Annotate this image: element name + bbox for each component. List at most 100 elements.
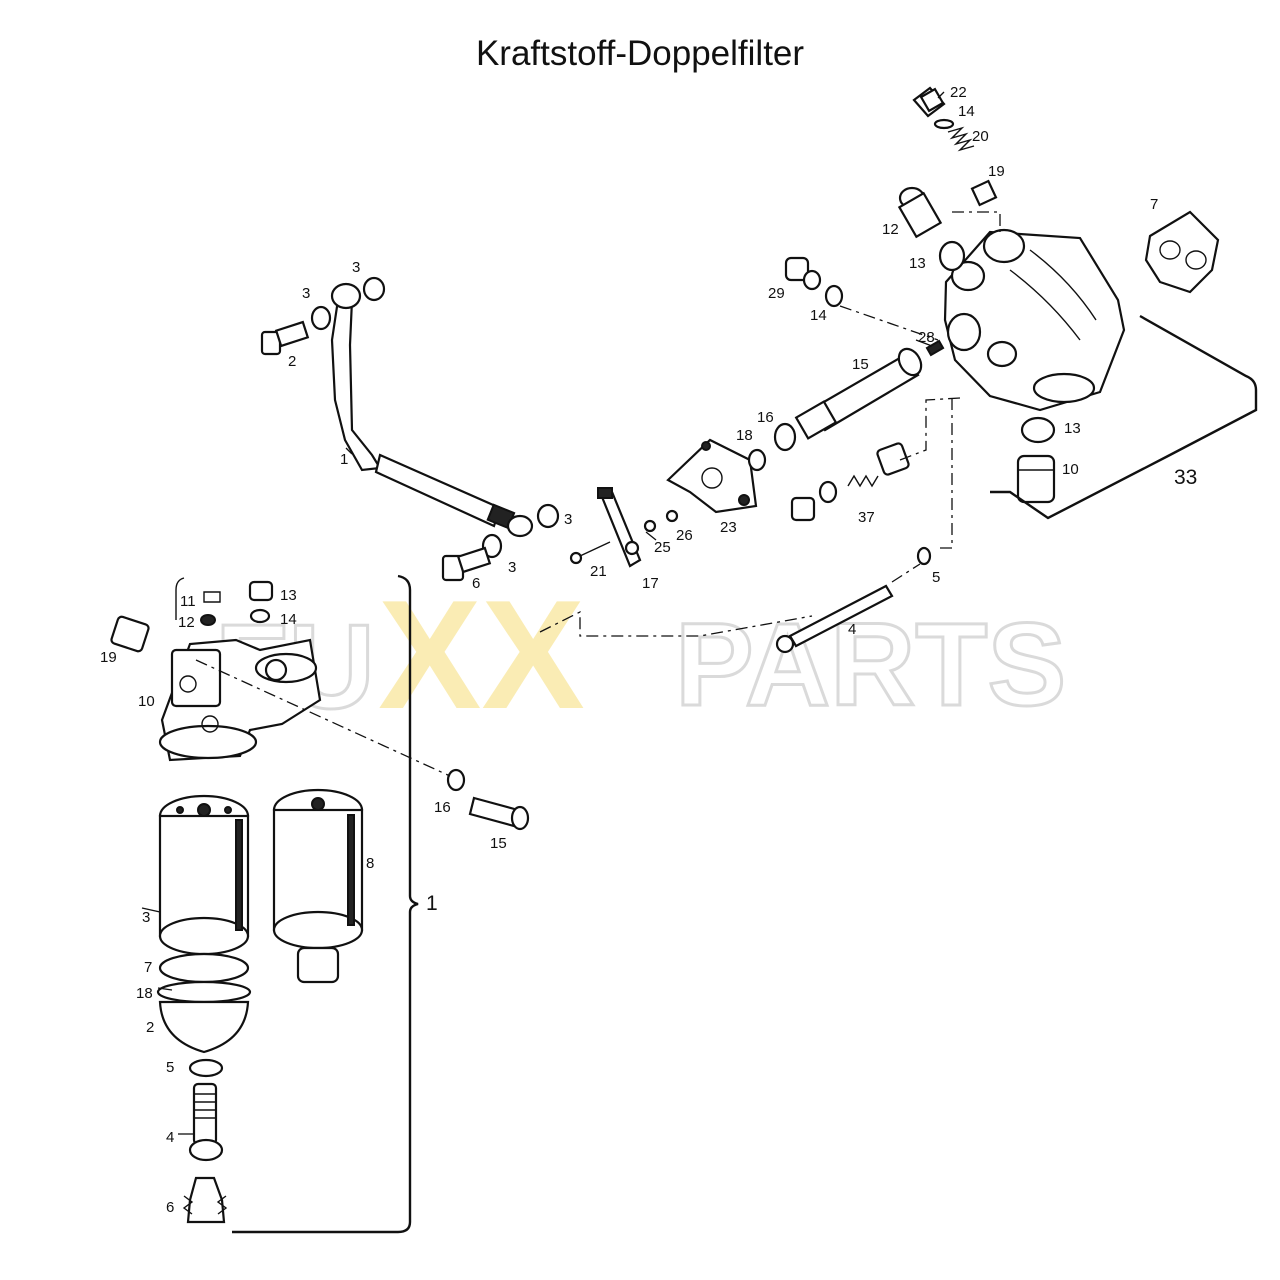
leader-lines xyxy=(141,91,945,1135)
plug-22 xyxy=(912,86,946,118)
callout-lower-4: 4 xyxy=(166,1129,174,1146)
bolt-21 xyxy=(569,541,611,565)
callout-lower-7: 7 xyxy=(144,959,152,976)
callout-26: 26 xyxy=(676,527,693,544)
valve-19-top xyxy=(970,179,998,207)
callout-5: 5 xyxy=(932,569,940,586)
fuel-line xyxy=(330,282,534,538)
fitting-12 xyxy=(897,186,943,239)
drain-valve-6 xyxy=(182,1176,228,1224)
callout-6: 6 xyxy=(472,575,480,592)
washer-3c xyxy=(536,503,560,529)
callout-lower-18: 18 xyxy=(136,985,153,1002)
washer-13-lower xyxy=(1020,416,1056,444)
pump-housing-33 xyxy=(943,228,1126,412)
centerline-upper-c xyxy=(940,396,953,549)
callout-10: 10 xyxy=(1062,461,1079,478)
bolt-25 xyxy=(643,519,657,533)
pin-28 xyxy=(925,339,945,357)
callout-17: 17 xyxy=(642,575,659,592)
callout-lower-1: 1 xyxy=(426,892,438,915)
washer-3b xyxy=(362,276,386,302)
plate-23 xyxy=(666,438,758,514)
fitting-10-upper xyxy=(1016,454,1056,504)
callout-14a: 14 xyxy=(958,103,975,120)
callout-13b: 13 xyxy=(1064,420,1081,437)
sleeve-19 xyxy=(110,615,150,653)
callout-lower-16: 16 xyxy=(434,799,451,816)
callout-23: 23 xyxy=(720,519,737,536)
seal-ring-18 xyxy=(156,980,252,1004)
callout-lower-10: 10 xyxy=(138,693,155,710)
callout-25: 25 xyxy=(654,539,671,556)
centerline-upper-a xyxy=(839,305,939,341)
callout-12: 12 xyxy=(882,221,899,238)
seal-18 xyxy=(747,448,767,472)
callout-14b: 14 xyxy=(810,307,827,324)
ring-16 xyxy=(773,422,797,452)
o-ring-5 xyxy=(188,1058,224,1078)
callout-lower-3: 3 xyxy=(142,909,150,926)
callouts-lower: 11 12 13 14 19 10 16 15 8 3 7 18 2 5 4 6… xyxy=(100,587,507,1216)
bolt-15-lower xyxy=(468,796,530,831)
filter-cartridge-8 xyxy=(272,788,364,984)
callout-21: 21 xyxy=(590,563,607,580)
centerline-upper-d xyxy=(891,563,921,583)
bowl-2 xyxy=(158,1000,250,1054)
filter-head-10 xyxy=(158,638,322,762)
watermark: FU XX PARTS xyxy=(214,568,1068,741)
washer-14-mid xyxy=(824,284,844,308)
plug-13-lower xyxy=(248,580,274,602)
spring-20 xyxy=(947,126,975,152)
centerline-upper-e xyxy=(952,211,1001,232)
watermark-middle: XX xyxy=(378,568,585,741)
callout-13a: 13 xyxy=(909,255,926,272)
banjo-bolt-6 xyxy=(441,546,492,582)
callout-lower-14: 14 xyxy=(280,611,297,628)
callout-29: 29 xyxy=(768,285,785,302)
callout-3b: 3 xyxy=(352,259,360,276)
callout-37: 37 xyxy=(858,509,875,526)
centerline-lower xyxy=(195,659,451,777)
callouts-upper: 22 14 20 19 12 13 29 14 7 28 15 16 18 13… xyxy=(288,84,1197,638)
callout-3a: 3 xyxy=(302,285,310,302)
banjo-bolt-2 xyxy=(260,320,310,356)
callout-3d: 3 xyxy=(508,559,516,576)
diagram-title: Kraftstoff-Doppelfilter xyxy=(475,34,805,73)
callout-20: 20 xyxy=(972,128,989,145)
bracket-17 xyxy=(597,487,642,568)
callout-lower-6: 6 xyxy=(166,1199,174,1216)
plug-29 xyxy=(784,256,822,291)
nut-26 xyxy=(665,509,679,523)
washer-3a xyxy=(310,305,332,331)
centerline-upper-f xyxy=(539,610,813,637)
washer-14-lower xyxy=(249,608,271,624)
callout-7: 7 xyxy=(1150,196,1158,213)
washer-14-top xyxy=(933,118,955,130)
callout-15: 15 xyxy=(852,356,869,373)
callout-3c: 3 xyxy=(564,511,572,528)
callout-lower-19: 19 xyxy=(100,649,117,666)
valve-37 xyxy=(790,442,910,522)
drain-screw-4 xyxy=(188,1082,224,1162)
bolt-4 xyxy=(775,584,894,654)
callout-lower-8: 8 xyxy=(366,855,374,872)
washer-12 xyxy=(200,614,216,626)
filter-cartridge-3 xyxy=(158,794,250,956)
gasket-7 xyxy=(1144,210,1220,294)
washer-3d xyxy=(481,533,503,559)
washer-16-lower xyxy=(446,768,466,792)
plug-11 xyxy=(203,591,221,603)
callout-lower-5: 5 xyxy=(166,1059,174,1076)
watermark-right: PARTS xyxy=(675,599,1066,731)
callout-4: 4 xyxy=(848,621,856,638)
piston-15 xyxy=(794,347,923,440)
callout-lower-2: 2 xyxy=(146,1019,154,1036)
callout-lower-15: 15 xyxy=(490,835,507,852)
group-brace-1 xyxy=(232,574,419,1234)
callout-2: 2 xyxy=(288,353,296,370)
seal-ring-7 xyxy=(158,952,250,984)
callout-19: 19 xyxy=(988,163,1005,180)
callout-16: 16 xyxy=(757,409,774,426)
